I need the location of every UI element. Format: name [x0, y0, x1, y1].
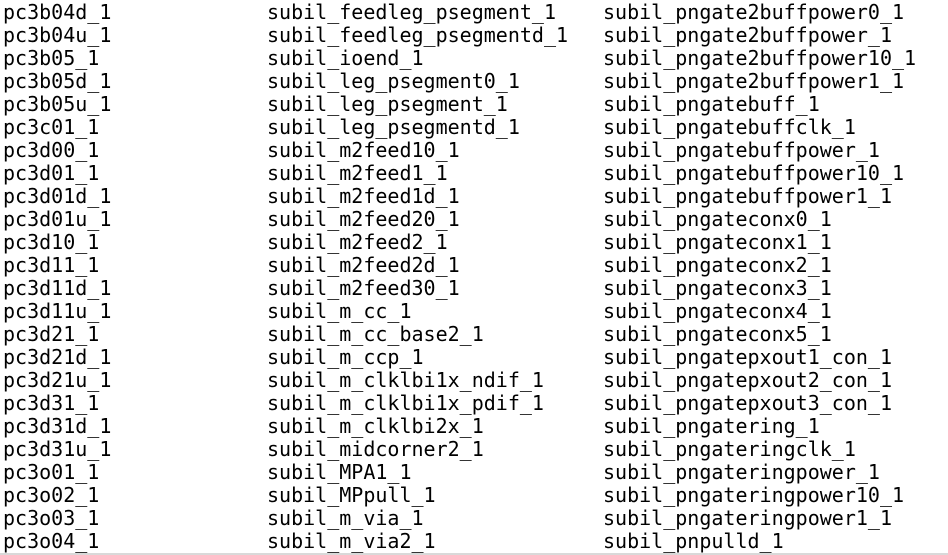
- file-entry: subil_leg_psegmentd_1: [267, 115, 520, 139]
- file-entry: pc3b05d_1: [3, 69, 112, 93]
- file-entry: pc3d31u_1: [3, 437, 112, 461]
- file-entry: subil_pngatebuffpower_1: [603, 138, 880, 162]
- file-entry: pc3d11u_1: [3, 299, 112, 323]
- file-entry: subil_pngate2buffpower0_1: [603, 0, 905, 24]
- file-entry: subil_midcorner2_1: [267, 437, 484, 461]
- file-entry: subil_m2feed1_1: [267, 161, 448, 185]
- file-entry: pc3b04u_1: [3, 23, 112, 47]
- file-entry: subil_leg_psegment_1: [267, 92, 508, 116]
- file-entry: subil_m2feed20_1: [267, 207, 460, 231]
- file-entry: subil_pngateconx0_1: [603, 207, 832, 231]
- file-entry: subil_pnpulld_1: [603, 529, 784, 553]
- file-entry: subil_pngateconx2_1: [603, 253, 832, 277]
- file-entry: pc3d21d_1: [3, 345, 112, 369]
- file-entry: subil_pngate2buffpower1_1: [603, 69, 905, 93]
- file-entry: subil_m_clklbi2x_1: [267, 414, 484, 438]
- file-entry: subil_pngatering_1: [603, 414, 820, 438]
- file-entry: pc3o01_1: [3, 460, 100, 484]
- file-entry: pc3d10_1: [3, 230, 100, 254]
- file-entry: subil_pngateconx3_1: [603, 276, 832, 300]
- file-entry: subil_m_via2_1: [267, 529, 436, 553]
- file-entry: pc3o02_1: [3, 483, 100, 507]
- file-entry: subil_pngatebuffpower10_1: [603, 161, 905, 185]
- file-entry: pc3d01u_1: [3, 207, 112, 231]
- file-entry: pc3o04_1: [3, 529, 100, 553]
- file-entry: subil_m_clklbi1x_pdif_1: [267, 391, 544, 415]
- file-entry: subil_pngatepxout1_con_1: [603, 345, 892, 369]
- file-entry: subil_pngatepxout3_con_1: [603, 391, 892, 415]
- file-entry: pc3b05_1: [3, 46, 100, 70]
- file-entry: subil_pngateringclk_1: [603, 437, 856, 461]
- file-entry: pc3b04d_1: [3, 0, 112, 24]
- file-entry: subil_m2feed30_1: [267, 276, 460, 300]
- file-entry: subil_m_ccp_1: [267, 345, 424, 369]
- file-entry: subil_m_cc_1: [267, 299, 412, 323]
- file-entry: subil_m2feed10_1: [267, 138, 460, 162]
- file-entry: subil_m2feed1d_1: [267, 184, 460, 208]
- file-entry: pc3d11d_1: [3, 276, 112, 300]
- file-entry: subil_pngatepxout2_con_1: [603, 368, 892, 392]
- file-entry: pc3d11_1: [3, 253, 100, 277]
- file-entry: subil_MPpull_1: [267, 483, 436, 507]
- file-entry: subil_feedleg_psegmentd_1: [267, 23, 569, 47]
- window-bottom-border: [0, 553, 948, 555]
- file-entry: subil_m_via_1: [267, 506, 424, 530]
- file-entry: pc3d31d_1: [3, 414, 112, 438]
- file-entry: subil_pngateringpower_1: [603, 460, 880, 484]
- file-entry: subil_pngatebuffclk_1: [603, 115, 856, 139]
- file-entry: subil_MPA1_1: [267, 460, 412, 484]
- file-entry: pc3d01_1: [3, 161, 100, 185]
- file-entry: subil_m2feed2_1: [267, 230, 448, 254]
- file-entry: pc3d01d_1: [3, 184, 112, 208]
- file-entry: subil_pngateconx5_1: [603, 322, 832, 346]
- file-entry: subil_leg_psegment0_1: [267, 69, 520, 93]
- file-entry: pc3c01_1: [3, 115, 100, 139]
- file-entry: pc3d21u_1: [3, 368, 112, 392]
- file-entry: pc3d21_1: [3, 322, 100, 346]
- file-entry: subil_pngateringpower10_1: [603, 483, 905, 507]
- file-entry: pc3d00_1: [3, 138, 100, 162]
- file-entry: subil_ioend_1: [267, 46, 424, 70]
- file-entry: subil_pngatebuff_1: [603, 92, 820, 116]
- file-entry: subil_pngateringpower1_1: [603, 506, 892, 530]
- file-entry: subil_m_clklbi1x_ndif_1: [267, 368, 544, 392]
- file-entry: pc3b05u_1: [3, 92, 112, 116]
- file-entry: subil_pngatebuffpower1_1: [603, 184, 892, 208]
- file-entry: subil_m2feed2d_1: [267, 253, 460, 277]
- file-entry: subil_m_cc_base2_1: [267, 322, 484, 346]
- file-entry: subil_pngateconx1_1: [603, 230, 832, 254]
- file-entry: pc3d31_1: [3, 391, 100, 415]
- file-entry: subil_pngateconx4_1: [603, 299, 832, 323]
- file-entry: pc3o03_1: [3, 506, 100, 530]
- file-entry: subil_pngate2buffpower_1: [603, 23, 892, 47]
- file-entry: subil_pngate2buffpower10_1: [603, 46, 917, 70]
- file-entry: subil_feedleg_psegment_1: [267, 0, 556, 24]
